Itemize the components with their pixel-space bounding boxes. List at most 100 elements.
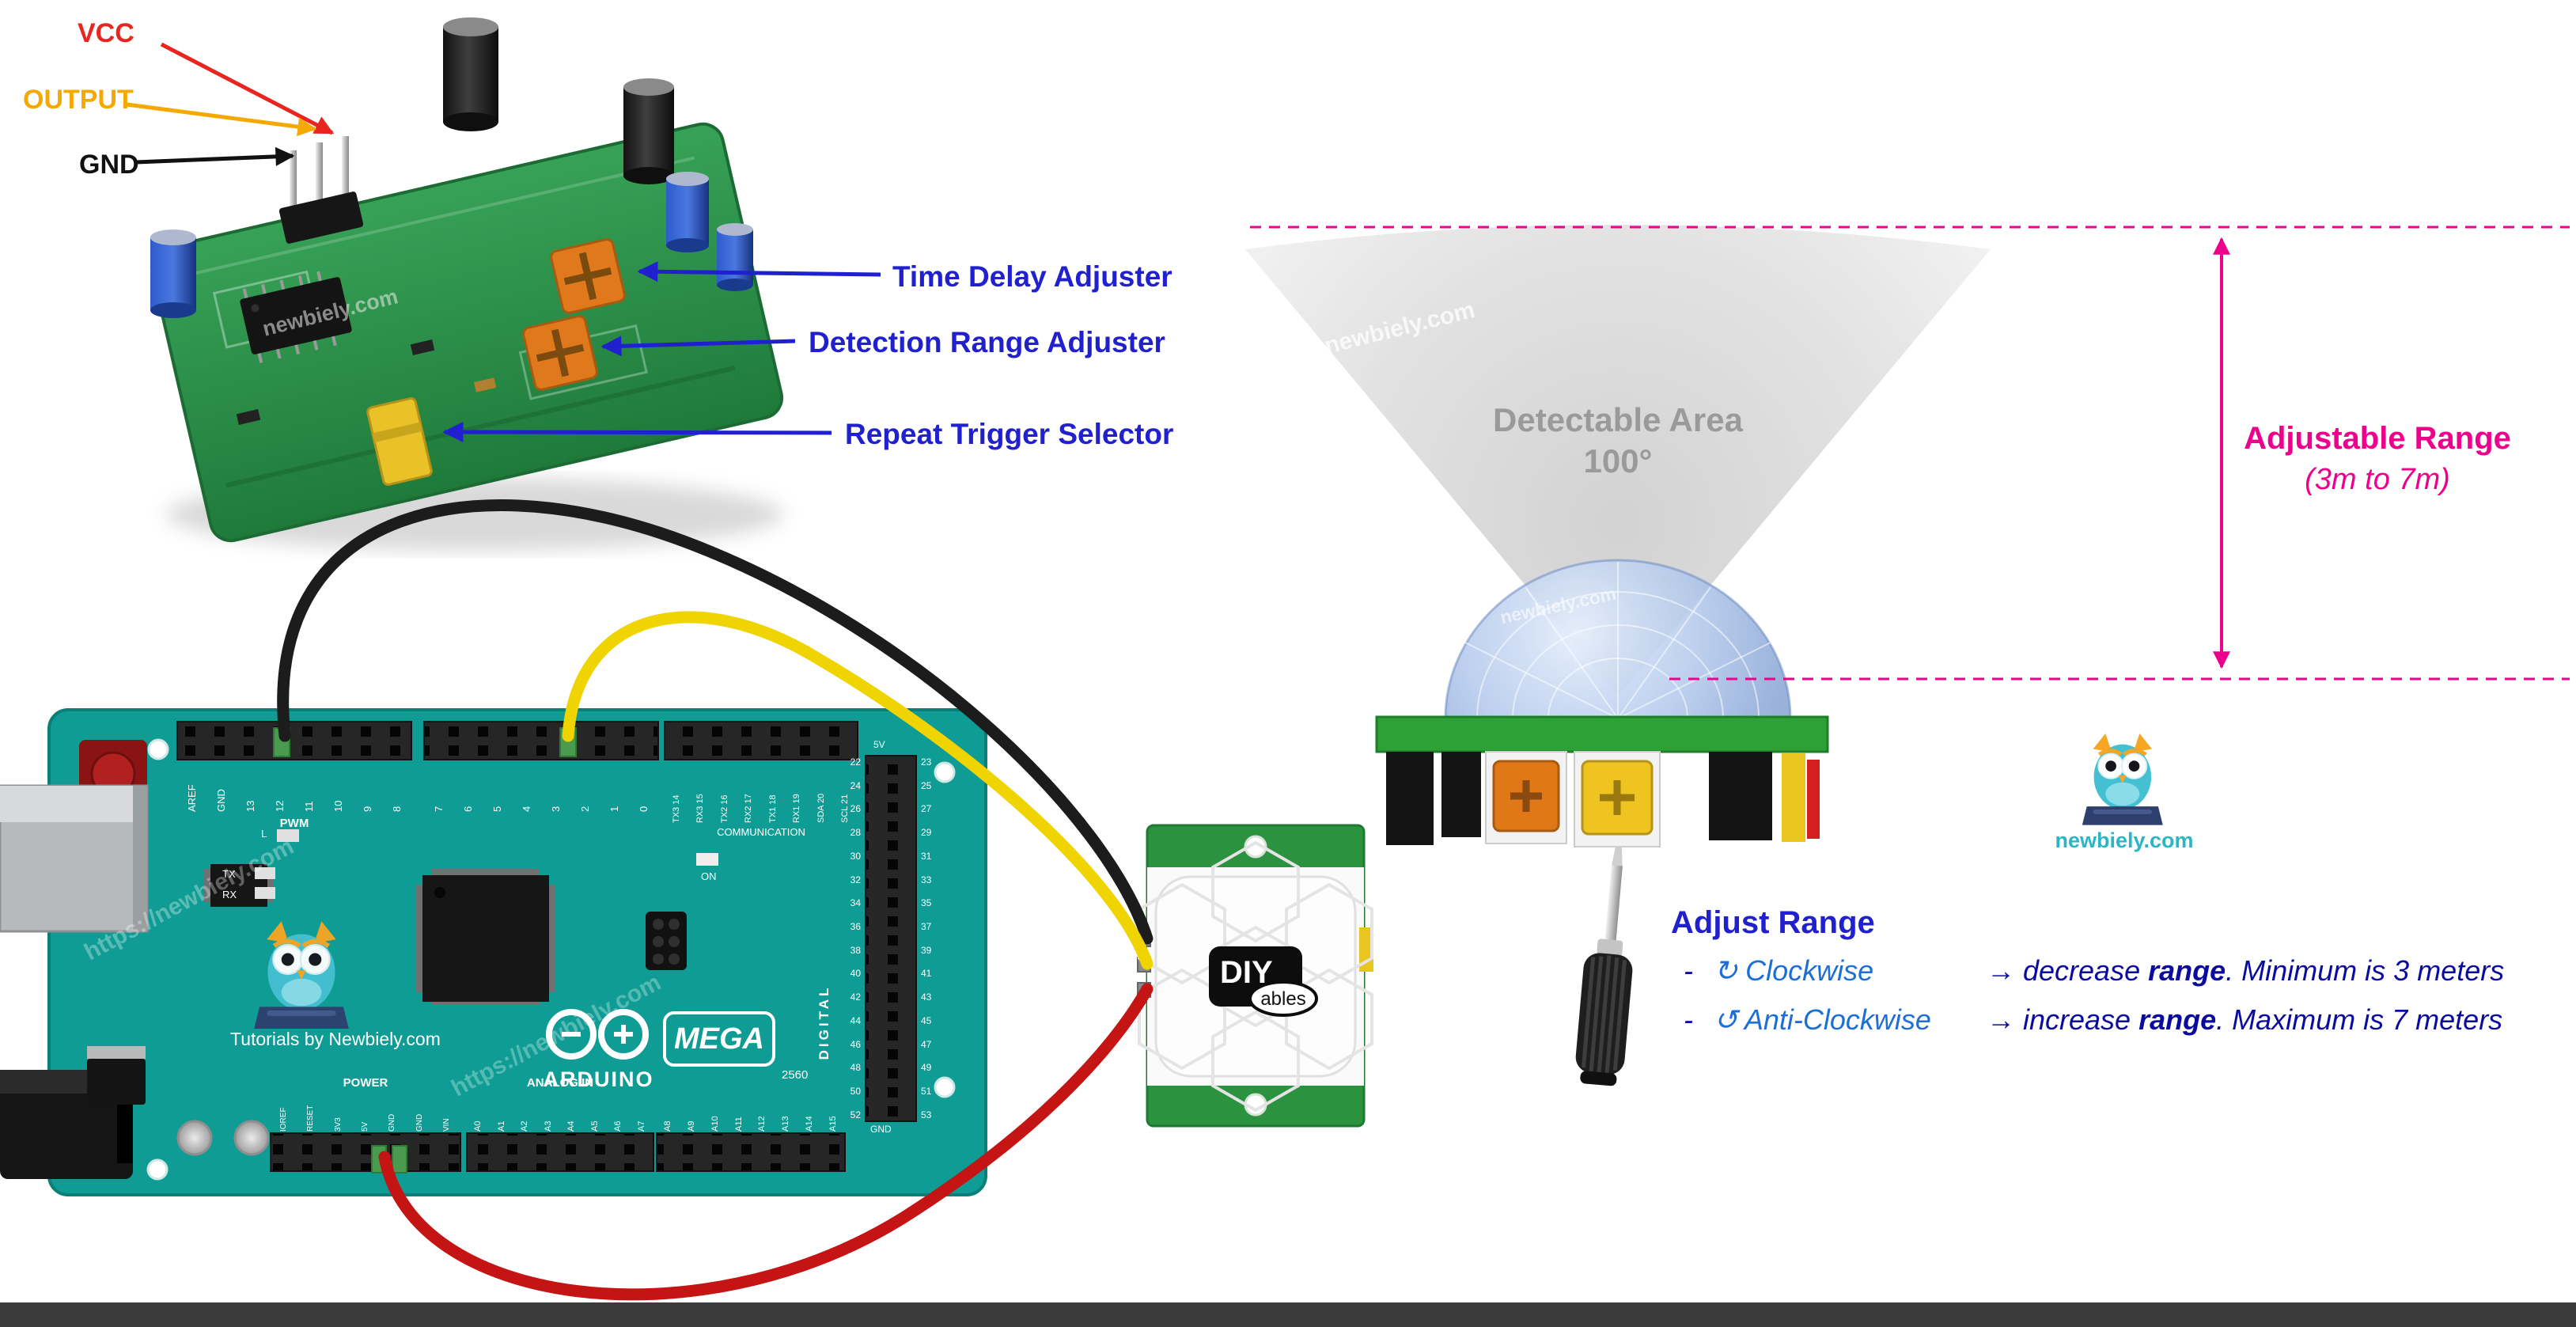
pin-label: A2	[520, 1120, 530, 1132]
wire-gnd-black	[277, 499, 1154, 945]
pin-label: RESET	[306, 1105, 316, 1132]
pin-label: 10	[332, 800, 344, 812]
mcu-chip	[416, 869, 555, 1005]
pin-label: 49	[921, 1062, 932, 1074]
arduino-logo-icon	[546, 1009, 649, 1060]
header-digital	[865, 755, 917, 1122]
pin-label: 33	[921, 874, 932, 885]
detection-range-label: Detection Range Adjuster	[809, 326, 1165, 358]
newbiely-site-label: newbiely.com	[2055, 828, 2194, 852]
pin-label: 13	[244, 800, 256, 812]
pin-label: 39	[921, 944, 932, 956]
pin-label: 44	[850, 1014, 861, 1026]
arduino-brand: ARDUINO	[543, 1067, 654, 1091]
pin-label: A14	[804, 1116, 814, 1132]
pin-label: 46	[850, 1038, 861, 1050]
detection-cone	[1245, 225, 1991, 696]
pin-label: 34	[850, 897, 861, 909]
bullet: -	[1684, 954, 1693, 987]
repeat-trigger-jumper	[366, 397, 433, 486]
adjustable-range-label: Adjustable Range	[2244, 421, 2511, 456]
pin-label: A1	[496, 1120, 506, 1132]
detection-range-arrow	[600, 336, 796, 357]
newbiely-owl-logo	[2082, 734, 2163, 825]
power-section-label: POWER	[343, 1076, 388, 1090]
clockwise-direction: ↻ Clockwise	[1714, 954, 1874, 987]
pin-label: 5	[491, 806, 503, 812]
pin-label: A7	[636, 1120, 646, 1132]
pin-label: 41	[921, 968, 932, 980]
instruction-pre: → increase	[1987, 1003, 2139, 1036]
pin-label: 23	[921, 756, 932, 768]
clockwise-instruction: → decrease range. Minimum is 3 meters	[1987, 954, 2504, 988]
l-led-label: L	[261, 828, 267, 840]
pwm-section-label: PWM	[279, 817, 309, 830]
pin-label: GND	[388, 1113, 397, 1132]
usb-connector	[0, 784, 149, 933]
instruction-post: . Maximum is 7 meters	[2216, 1003, 2503, 1036]
on-led-label: ON	[701, 870, 717, 882]
dome-facets	[1464, 562, 1771, 719]
pin-label: 48	[850, 1062, 861, 1074]
jumper-wires	[277, 499, 1154, 1301]
pir-side-components	[1386, 751, 1820, 847]
pin-label: A11	[733, 1117, 744, 1132]
pin-label: 51	[921, 1086, 932, 1098]
pin-label: A13	[781, 1116, 791, 1132]
wire-5v-red	[378, 983, 1154, 1301]
pin-label: RX2 17	[744, 794, 754, 823]
vcc-label: VCC	[78, 18, 134, 48]
adjustable-range-values: (3m to 7m)	[2305, 463, 2450, 496]
pin-label: VIN	[441, 1118, 451, 1132]
instruction-post: . Minimum is 3 meters	[2226, 954, 2505, 987]
adjust-range-title: Adjust Range	[1671, 905, 1875, 940]
pin-label: A15	[828, 1116, 838, 1132]
pin-label: 26	[850, 803, 861, 815]
communication-section-label: COMMUNICATION	[717, 826, 805, 838]
arduino-model-badge: MEGA	[663, 1011, 775, 1067]
bottom-bar	[0, 1302, 2576, 1327]
instruction-pre: → decrease	[1987, 954, 2149, 987]
anticlockwise-direction: ↺ Anti-Clockwise	[1714, 1003, 1931, 1036]
pin-label: 3	[550, 806, 562, 812]
pin-label: 12	[274, 800, 286, 812]
anticlockwise-instruction: → increase range. Maximum is 7 meters	[1987, 1003, 2502, 1037]
digital-gnd-label: GND	[870, 1124, 892, 1135]
pin-label: 29	[921, 827, 932, 839]
pin-label: 3V3	[333, 1117, 343, 1132]
pin-label: GND	[415, 1113, 424, 1132]
pin-label: 35	[921, 897, 932, 909]
output-label: OUTPUT	[23, 85, 134, 115]
pin-label: A4	[566, 1120, 577, 1132]
pin-label: 43	[921, 991, 932, 1003]
pin-label: 30	[850, 850, 861, 862]
pin-label: A0	[473, 1120, 483, 1132]
pin-label: A3	[543, 1120, 553, 1132]
pin-label: 50	[850, 1086, 861, 1098]
detectable-area-label: Detectable Area	[1493, 401, 1743, 438]
header-top-mid	[423, 721, 659, 760]
pin-label: RX1 19	[792, 794, 802, 823]
gnd-arrow	[135, 146, 295, 166]
pin-label: A5	[589, 1120, 600, 1132]
arduino-model-number: 2560	[782, 1068, 809, 1082]
pin-label: RX3 15	[695, 794, 706, 823]
pin-label: A9	[687, 1120, 697, 1132]
instruction-emph: range	[2148, 954, 2226, 987]
pin-label: 24	[850, 779, 861, 791]
adjust-row-anticlockwise: - ↺ Anti-Clockwise → increase range. Max…	[1684, 1003, 2502, 1037]
tx-label: TX	[222, 868, 236, 880]
pin-label: A6	[613, 1120, 623, 1132]
detectable-angle-label: 100°	[1583, 442, 1653, 480]
pin-label: A12	[757, 1116, 767, 1132]
time-delay-label: Time Delay Adjuster	[892, 260, 1172, 293]
annotation-arrows	[126, 42, 881, 443]
led-tx	[255, 867, 275, 879]
output-arrow	[126, 102, 317, 137]
analog-section-label: ANALOG IN	[526, 1076, 594, 1090]
pin-label: 0	[638, 806, 650, 812]
tutorials-credit: Tutorials by Newbiely.com	[230, 1029, 441, 1049]
